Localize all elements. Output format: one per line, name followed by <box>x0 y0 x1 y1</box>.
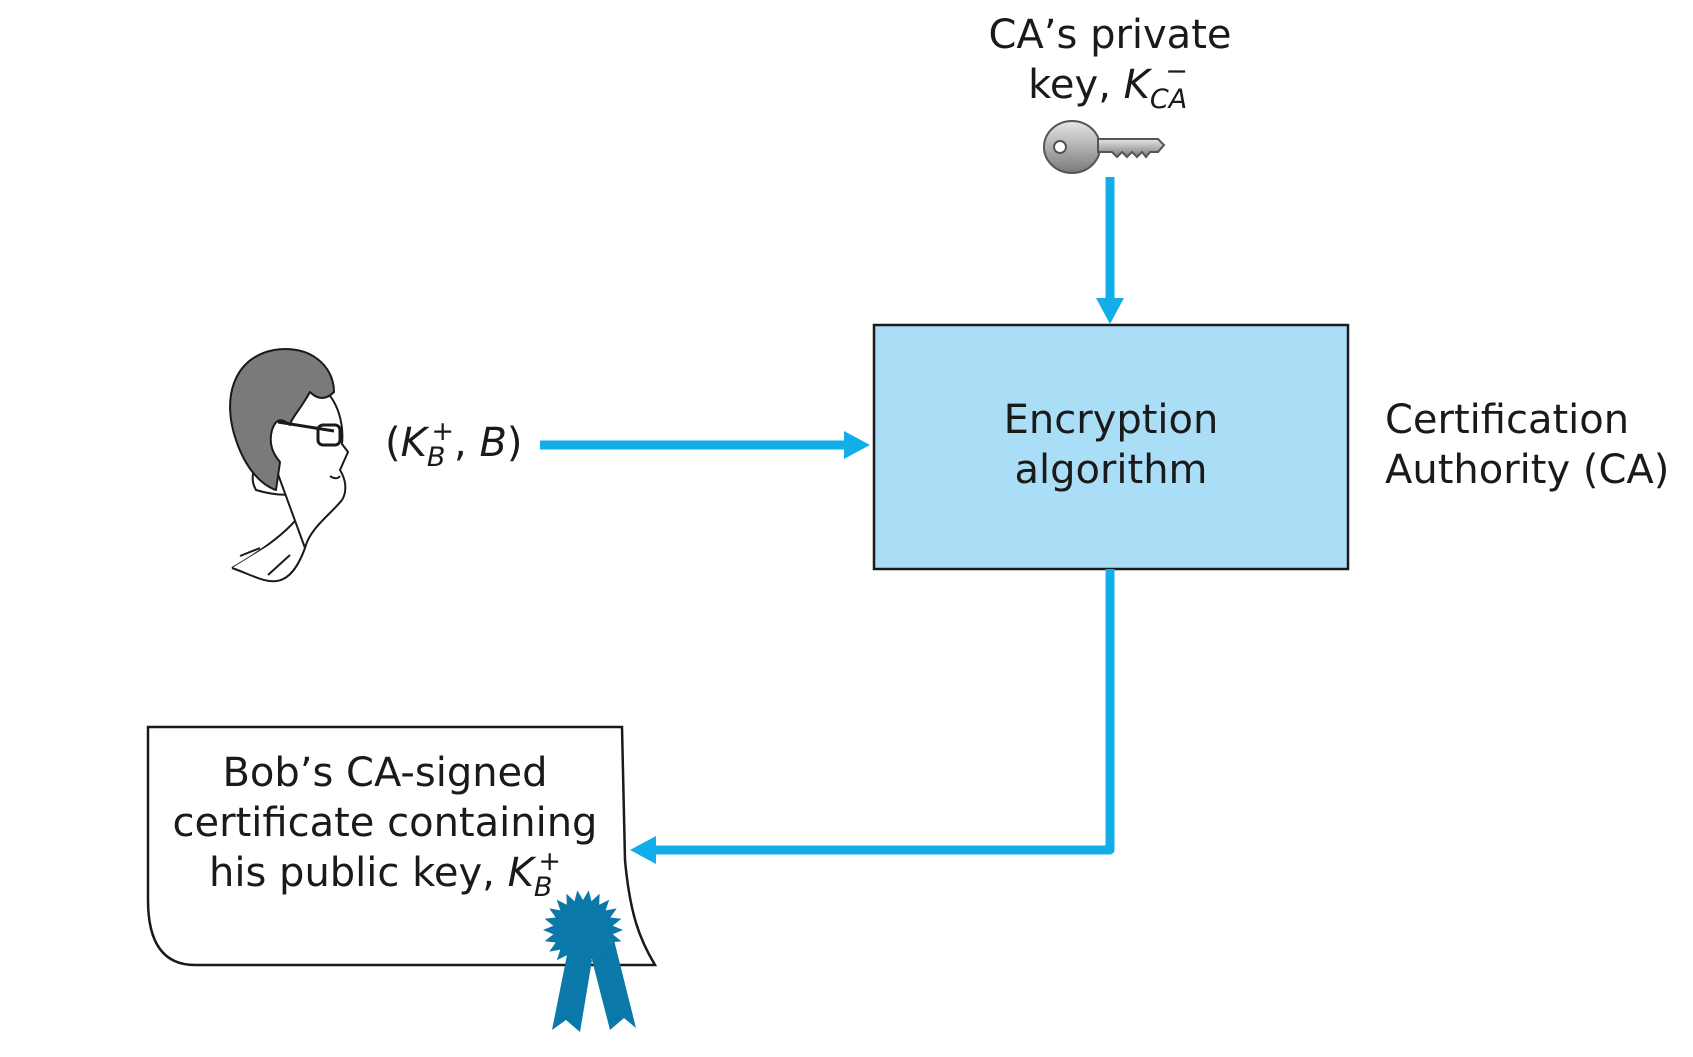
arrow-key-to-box <box>1096 177 1124 324</box>
arrow-bob-to-box <box>540 431 870 459</box>
ca-key-subscript: CA <box>1149 84 1188 115</box>
bob-input-label: (KB+, B) <box>385 416 523 473</box>
encryption-box <box>872 323 1350 571</box>
ca-key-superscript: − <box>1165 56 1188 87</box>
certificate-paper <box>146 725 658 967</box>
bob-person-icon <box>229 348 349 583</box>
ribbon-seal-icon <box>543 890 636 1032</box>
arrow-box-to-certificate <box>630 569 1115 864</box>
ca-key-line1: CA’s private <box>988 12 1232 58</box>
certificate-text: Bob’s CA-signed certificate containing h… <box>172 750 598 903</box>
ca-private-key-label: CA’s private key, KCA− <box>935 10 1285 115</box>
bob-key-symbol: K <box>400 420 427 466</box>
key-icon <box>1043 120 1166 174</box>
ca-key-symbol: K <box>1123 62 1150 108</box>
ca-key-line2: key, KCA− <box>1028 56 1188 115</box>
certification-authority-label: Certification Authority (CA) <box>1385 397 1670 493</box>
encryption-algorithm-label: Encryption algorithm <box>1003 397 1219 493</box>
